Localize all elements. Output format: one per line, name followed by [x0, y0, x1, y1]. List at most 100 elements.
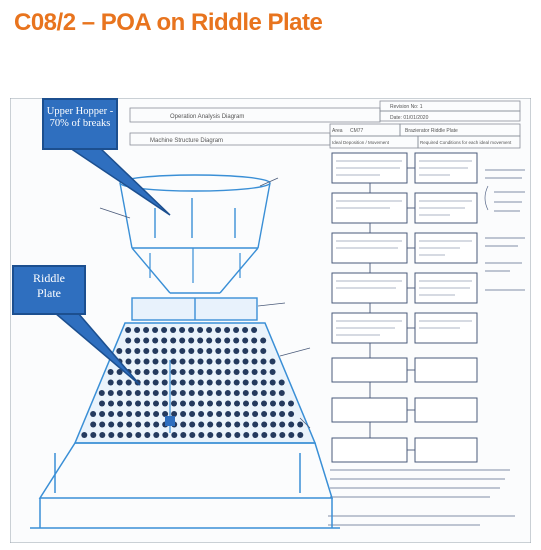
riddle-hole — [152, 379, 159, 386]
riddle-hole — [117, 421, 124, 428]
riddle-hole — [270, 411, 277, 417]
riddle-hole — [161, 337, 168, 344]
riddle-hole — [243, 400, 249, 407]
riddle-hole — [225, 400, 231, 407]
riddle-hole — [288, 411, 295, 417]
riddle-hole — [270, 421, 277, 428]
riddle-hole — [207, 432, 214, 438]
riddle-hole — [206, 327, 213, 333]
riddle-hole — [233, 327, 240, 333]
riddle-hole — [224, 369, 231, 375]
riddle-hole — [179, 358, 186, 365]
riddle-hole — [170, 390, 177, 396]
riddle-hole — [180, 411, 187, 417]
riddle-hole — [153, 411, 160, 417]
riddle-plate-line2: Plate — [37, 286, 61, 300]
riddle-hole — [116, 369, 123, 375]
riddle-hole — [179, 390, 186, 396]
riddle-hole — [297, 421, 304, 428]
riddle-hole — [90, 411, 97, 417]
riddle-hole — [134, 390, 141, 396]
riddle-hole — [125, 358, 132, 365]
riddle-hole — [108, 421, 115, 428]
riddle-hole — [216, 411, 223, 417]
riddle-hole — [252, 421, 259, 428]
riddle-hole — [188, 390, 195, 396]
riddle-hole — [144, 411, 151, 417]
riddle-hole — [243, 411, 250, 417]
riddle-hole — [99, 411, 106, 417]
riddle-hole — [108, 400, 114, 407]
riddle-hole — [260, 369, 267, 375]
riddle-hole — [126, 411, 133, 417]
riddle-hole — [215, 369, 222, 375]
riddle-hole — [179, 348, 186, 354]
riddle-hole — [260, 390, 267, 396]
riddle-hole — [251, 327, 258, 333]
riddle-hole — [152, 327, 159, 333]
riddle-hole — [188, 348, 195, 354]
riddle-hole — [171, 400, 177, 407]
riddle-hole — [288, 400, 294, 407]
riddle-hole — [215, 390, 222, 396]
form-area-value: CM77 — [350, 128, 364, 134]
riddle-hole — [144, 421, 151, 428]
riddle-hole — [180, 432, 187, 438]
riddle-hole — [270, 432, 277, 438]
riddle-hole — [135, 421, 142, 428]
riddle-hole — [116, 379, 123, 386]
riddle-hole — [135, 432, 142, 438]
form-area-name: Brazierator Riddle Plate — [405, 128, 458, 134]
riddle-hole — [261, 421, 268, 428]
riddle-hole — [206, 379, 213, 386]
riddle-hole — [269, 390, 276, 396]
riddle-hole — [161, 379, 168, 386]
riddle-hole — [207, 400, 213, 407]
riddle-hole — [162, 432, 169, 438]
upper-hopper-line1: Upper Hopper - — [46, 106, 114, 117]
riddle-hole — [288, 432, 295, 438]
riddle-hole — [197, 358, 204, 365]
riddle-hole — [197, 348, 204, 354]
slide-title: C08/2 – POA on Riddle Plate — [14, 9, 323, 36]
riddle-hole — [225, 411, 232, 417]
riddle-hole — [170, 348, 177, 354]
riddle-hole — [278, 379, 285, 386]
riddle-hole — [251, 348, 258, 354]
riddle-hole — [260, 358, 267, 365]
riddle-hole — [197, 369, 204, 375]
riddle-hole — [134, 369, 141, 375]
riddle-hole — [251, 337, 258, 344]
riddle-hole — [261, 411, 268, 417]
riddle-hole — [179, 379, 186, 386]
riddle-hole — [135, 411, 142, 417]
base-sketch — [30, 442, 340, 529]
riddle-hole — [162, 400, 168, 407]
riddle-hole — [179, 337, 186, 344]
riddle-hole — [234, 421, 241, 428]
riddle-hole — [260, 379, 267, 386]
riddle-hole — [143, 348, 150, 354]
riddle-hole — [234, 400, 240, 407]
riddle-hole — [251, 379, 258, 386]
riddle-hole — [198, 432, 205, 438]
riddle-hole — [197, 379, 204, 386]
feeder-sketch — [131, 297, 258, 321]
riddle-hole — [215, 379, 222, 386]
riddle-hole — [152, 390, 159, 396]
riddle-hole — [216, 432, 223, 438]
riddle-hole — [224, 358, 231, 365]
form-revision: Revision No: 1 — [390, 104, 423, 110]
riddle-hole — [233, 348, 240, 354]
riddle-hole — [98, 390, 105, 396]
riddle-hole — [198, 411, 205, 417]
riddle-hole — [170, 337, 177, 344]
riddle-hole — [152, 369, 159, 375]
riddle-hole — [269, 358, 276, 365]
highlight-mark — [165, 416, 175, 426]
riddle-hole — [125, 348, 132, 354]
riddle-hole — [260, 348, 267, 354]
riddle-hole — [143, 369, 150, 375]
riddle-hole — [90, 432, 97, 438]
riddle-hole — [153, 432, 160, 438]
